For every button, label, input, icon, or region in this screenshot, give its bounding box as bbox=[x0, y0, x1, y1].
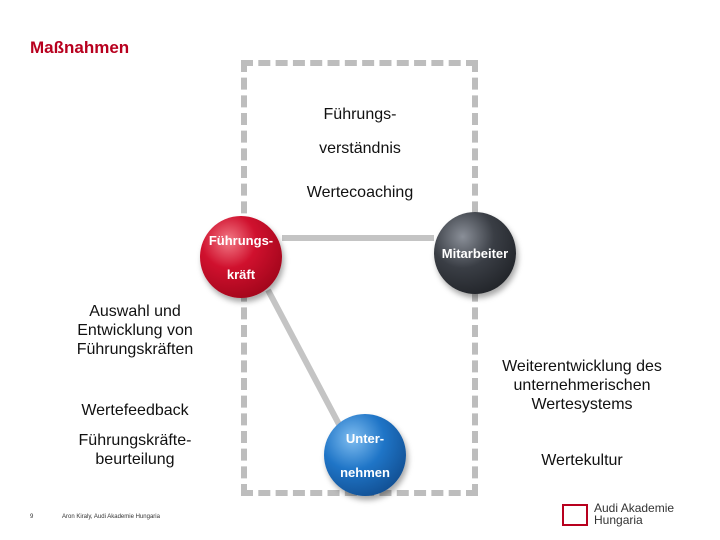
label-fuehrungsverstaendnis-line2: verständnis bbox=[319, 140, 401, 157]
node-unternehmen-line1: Unter- bbox=[345, 430, 385, 446]
node-fuehrungskraefte-line2: kräft bbox=[226, 266, 256, 282]
node-fuehrungskraefte: Führungs- kräft bbox=[200, 216, 282, 298]
node-unternehmen-line2: nehmen bbox=[340, 464, 390, 480]
label-weiterentwicklung: Weiterentwicklung des unternehmerischen … bbox=[482, 357, 682, 414]
footer-text: Aron Kiraly, Audi Akademie Hungaria bbox=[62, 514, 160, 520]
label-auswahl-line3: Führungskräften bbox=[76, 341, 194, 358]
label-weiterentwicklung-line2: unternehmerischen bbox=[513, 377, 651, 394]
label-wertefeedback: Wertefeedback bbox=[81, 402, 189, 419]
logo-mark-icon bbox=[562, 504, 588, 526]
label-auswahl-entwicklung: Auswahl und Entwicklung von Führungskräf… bbox=[40, 302, 230, 359]
audi-akademie-logo: Audi Akademie Hungaria bbox=[562, 502, 694, 528]
node-unternehmen-text: Unter- nehmen bbox=[340, 413, 390, 498]
label-fuehrungsverstaendnis: Führungs- verständnis bbox=[290, 98, 430, 166]
slide-title: Maßnahmen bbox=[30, 38, 130, 57]
node-fuehrungskraefte-line1: Führungs- bbox=[208, 232, 274, 248]
connector-fuehrung-unternehmen bbox=[265, 288, 345, 432]
label-beurteilung-line2: beurteilung bbox=[95, 451, 175, 468]
label-fuehrungsverstaendnis-line1: Führungs- bbox=[323, 106, 397, 123]
label-weiterentwicklung-line1: Weiterentwicklung des bbox=[502, 358, 662, 375]
logo-line2: Hungaria bbox=[594, 513, 643, 527]
node-fuehrungskraefte-text: Führungs- kräft bbox=[209, 215, 273, 300]
node-mitarbeiter-label: Mitarbeiter bbox=[441, 245, 509, 261]
label-wertecoaching: Wertecoaching bbox=[306, 184, 414, 201]
label-wertekultur: Wertekultur bbox=[541, 452, 623, 469]
label-auswahl-line2: Entwicklung von bbox=[77, 322, 193, 339]
node-unternehmen: Unter- nehmen bbox=[324, 414, 406, 496]
label-fuehrungskraeftebeurteilung: Führungskräfte- beurteilung bbox=[40, 431, 230, 469]
page-number: 9 bbox=[30, 514, 34, 520]
logo-line1: Audi Akademie bbox=[594, 501, 675, 515]
label-beurteilung-line1: Führungskräfte- bbox=[78, 432, 192, 449]
node-mitarbeiter: Mitarbeiter bbox=[434, 212, 516, 294]
label-weiterentwicklung-line3: Wertesystems bbox=[531, 396, 633, 413]
label-auswahl-line1: Auswahl und bbox=[89, 303, 181, 320]
